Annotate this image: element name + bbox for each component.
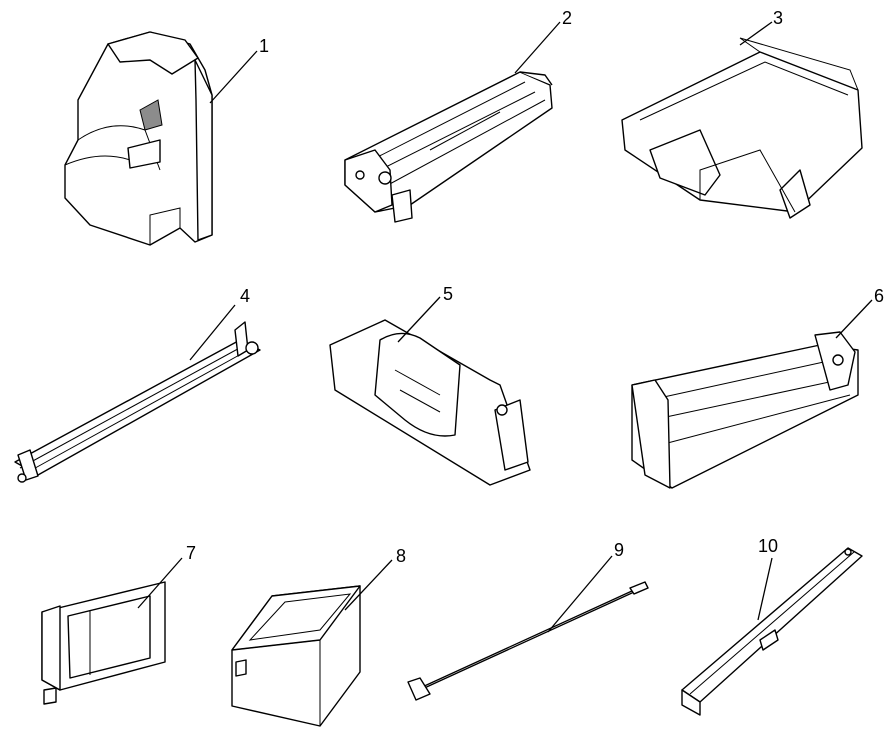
callout-6-label: 6 [874,286,884,306]
callout-3-label: 3 [773,8,783,28]
callout-9-leader [547,555,613,633]
callout-4-label: 4 [240,286,250,306]
callout-2-label: 2 [562,8,572,28]
transfer-belt-unit-illustration [621,37,863,219]
callout-1-leader [209,50,258,104]
callout-10-leader [757,557,773,621]
transfer-roller-illustration [14,321,261,483]
toner-cartridge-illustration [64,31,213,246]
waste-toner-box-illustration [329,319,531,486]
callout-7-leader [137,557,183,609]
callout-6-leader [835,299,873,339]
part-7-illustration [41,581,166,705]
part-9-illustration [407,581,649,701]
callout-2-leader [514,21,561,74]
fuser-unit-illustration [631,331,859,489]
callout-7-label: 7 [186,543,196,563]
callout-4-leader [189,304,236,361]
part-8-illustration [231,585,361,727]
callout-8-label: 8 [396,546,406,566]
callout-8-leader [344,559,393,611]
callout-9-label: 9 [614,540,624,560]
callout-1-label: 1 [259,36,269,56]
callout-3-leader [739,21,773,46]
callout-5-label: 5 [443,284,453,304]
drum-cartridge-illustration [344,71,553,223]
callout-10-label: 10 [758,536,778,556]
callout-5-leader [397,296,441,343]
part-10-illustration [681,547,863,716]
